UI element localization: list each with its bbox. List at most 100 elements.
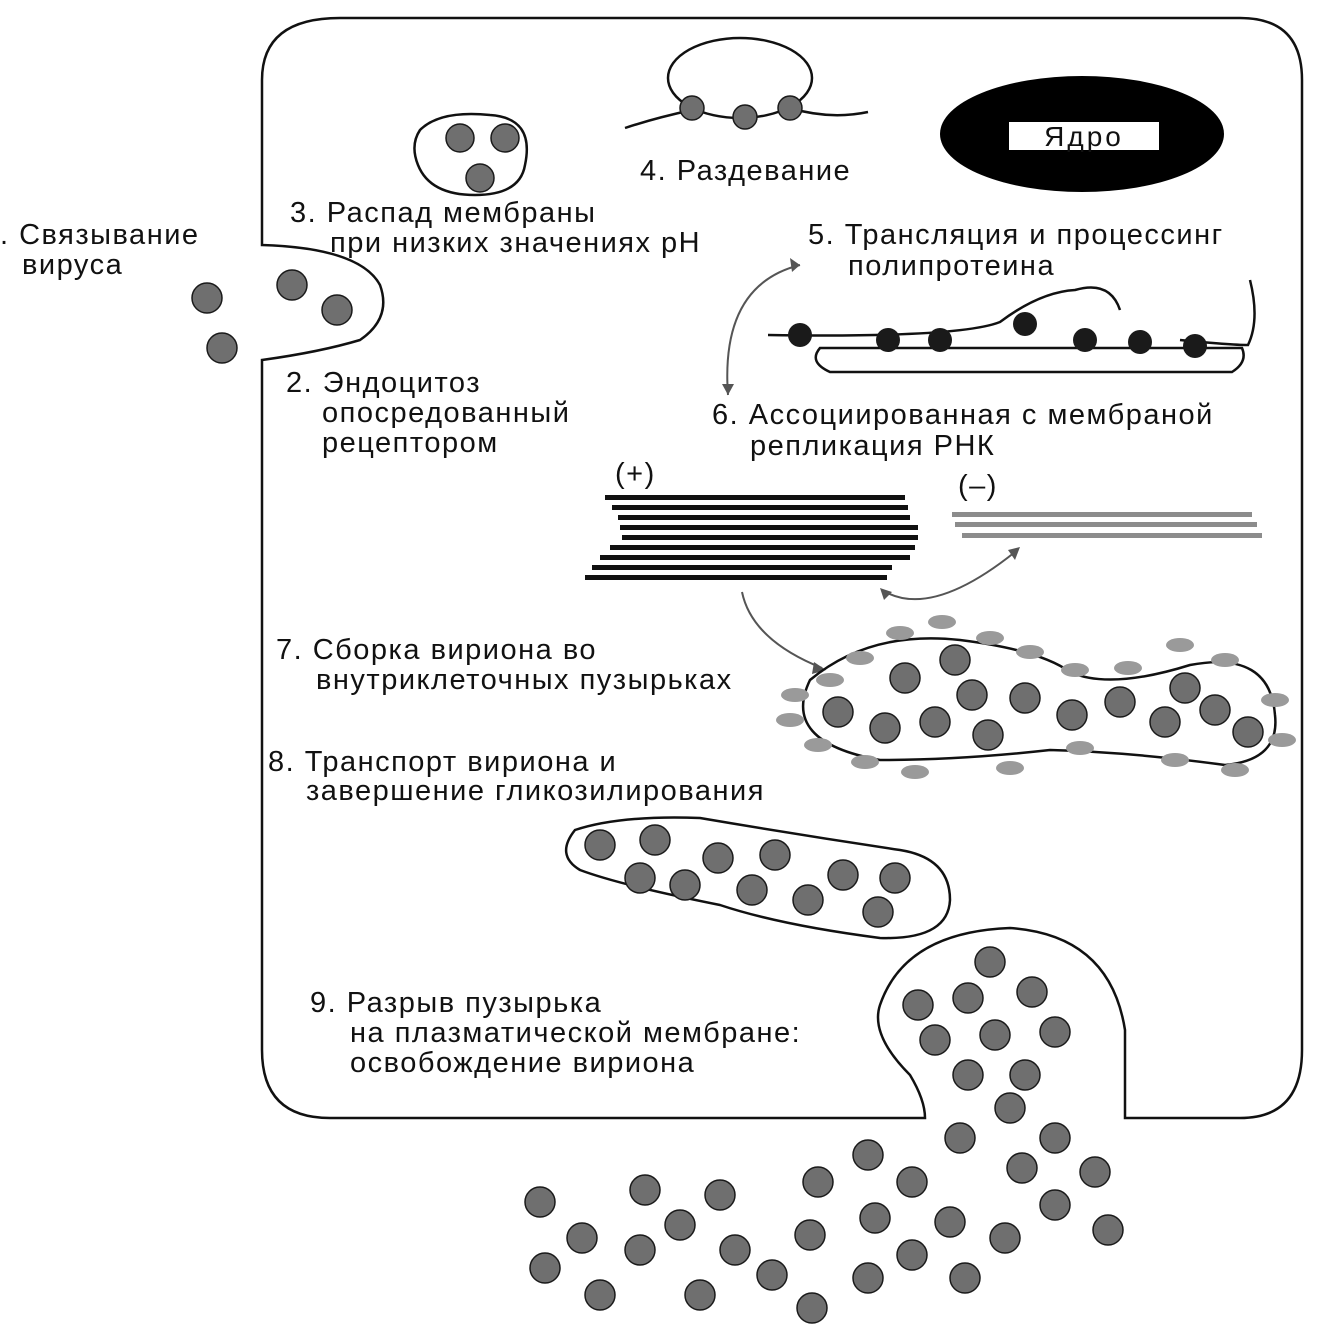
virion — [321, 294, 353, 326]
virion — [1056, 699, 1088, 731]
glycoprotein-spike — [776, 713, 804, 727]
virion — [490, 123, 520, 153]
arrowhead — [790, 258, 800, 272]
virion — [859, 1202, 891, 1234]
virion — [889, 662, 921, 694]
step-label-line: опосредованный — [322, 397, 570, 429]
step-label-line: 2. Эндоцитоз — [286, 367, 481, 399]
glycoprotein-spike — [1066, 741, 1094, 755]
virion — [792, 884, 824, 916]
glycoprotein-spike — [1268, 733, 1296, 747]
rna-strand-line — [955, 522, 1257, 527]
virion — [802, 1166, 834, 1198]
assembly-vesicle-outline — [801, 637, 1277, 767]
virion — [629, 1174, 661, 1206]
release-virions — [524, 946, 1124, 1324]
virion — [566, 1222, 598, 1254]
virion — [939, 644, 971, 676]
virion — [529, 1252, 561, 1284]
virion — [862, 896, 894, 928]
step9-label: 9. Разрыв пузырька на плазматической мем… — [310, 987, 800, 1079]
step-label-line: 6. Ассоциированная с мембраной — [712, 399, 1214, 431]
ribosome — [1013, 312, 1037, 336]
glycoprotein-spike — [781, 688, 809, 702]
assembly-virions — [822, 644, 1264, 751]
virion — [1092, 1214, 1124, 1246]
glycoprotein-spikes — [776, 615, 1296, 779]
cell-membrane — [260, 16, 1304, 1120]
step4-uncoating — [624, 36, 869, 130]
step-label-line: завершение гликозилирования — [306, 775, 765, 807]
virion — [952, 1059, 984, 1091]
virion — [1199, 694, 1231, 726]
ribosome — [788, 323, 812, 347]
virion — [994, 1092, 1026, 1124]
step1-label: . Связывание вируса — [0, 219, 198, 281]
virion — [896, 1166, 928, 1198]
step4-label: 4. Раздевание — [640, 155, 850, 187]
assembly-vesicle — [776, 615, 1296, 779]
virion — [869, 712, 901, 744]
plus-strand-rna — [585, 495, 918, 580]
virion — [756, 1259, 788, 1291]
virion — [794, 1219, 826, 1251]
virion — [974, 946, 1006, 978]
step-label-line: полипротеина — [848, 250, 1055, 282]
step-label-line: освобождение вириона — [350, 1047, 695, 1079]
rna-strand-line — [962, 533, 1262, 538]
glycoprotein-spike — [928, 615, 956, 629]
virion — [584, 829, 616, 861]
virion — [934, 1206, 966, 1238]
virion — [276, 269, 308, 301]
step3-vesicle — [413, 112, 529, 197]
virion — [1104, 686, 1136, 718]
virion — [524, 1186, 556, 1218]
step-label-line: репликация РНК — [750, 430, 995, 462]
step-label-line: рецептором — [322, 427, 499, 459]
virion — [919, 1024, 951, 1056]
arrowhead — [722, 384, 734, 395]
arrow-to-assembly — [741, 591, 823, 669]
step-label-line: 7. Сборка вириона во — [276, 634, 597, 666]
glycoprotein-spike — [1211, 653, 1239, 667]
glycoprotein-spike — [886, 626, 914, 640]
rna-strand-line — [952, 512, 1252, 517]
glycoprotein-spike — [816, 673, 844, 687]
glycoprotein-spike — [901, 765, 929, 779]
step6-label: 6. Ассоциированная с мембраной репликаци… — [712, 399, 1214, 462]
virion — [777, 95, 803, 121]
virion — [989, 1222, 1021, 1254]
glycoprotein-spike — [804, 738, 832, 752]
glycoprotein-spike — [851, 755, 879, 769]
ribosome — [876, 328, 900, 352]
glycoprotein-spike — [1261, 693, 1289, 707]
virion — [465, 163, 495, 193]
virion — [584, 1279, 616, 1311]
transport-vesicle-outline — [565, 816, 952, 940]
transport-virions — [584, 824, 911, 928]
nucleus-label: Ядро — [1044, 121, 1124, 152]
step8-label: 8. Транспорт вириона и завершение гликоз… — [268, 746, 765, 807]
step7-label: 7. Сборка вириона во внутриклеточных пуз… — [276, 634, 731, 696]
rna-strand-line — [605, 495, 905, 500]
glycoprotein-spike — [846, 651, 874, 665]
step5-label: 5. Трансляция и процессинг полипротеина — [808, 219, 1222, 282]
virion — [1232, 716, 1264, 748]
virion — [1039, 1016, 1071, 1048]
arrow-translation-replication — [726, 264, 801, 396]
virion — [979, 1019, 1011, 1051]
virion — [624, 862, 656, 894]
virion — [852, 1262, 884, 1294]
glycoprotein-spike — [1016, 645, 1044, 659]
rna-strand-line — [620, 525, 918, 530]
virion — [1039, 1122, 1071, 1154]
virion — [719, 1234, 751, 1266]
virion — [944, 1122, 976, 1154]
step2-label: 2. Эндоцитоз опосредованный рецептором — [286, 367, 570, 459]
step-label-line: вируса — [22, 249, 123, 281]
arrowhead — [880, 588, 892, 600]
virion — [191, 282, 223, 314]
step-label-line: 3. Распад мембраны — [290, 197, 596, 229]
virion — [759, 839, 791, 871]
nucleus: Ядро — [940, 76, 1224, 192]
